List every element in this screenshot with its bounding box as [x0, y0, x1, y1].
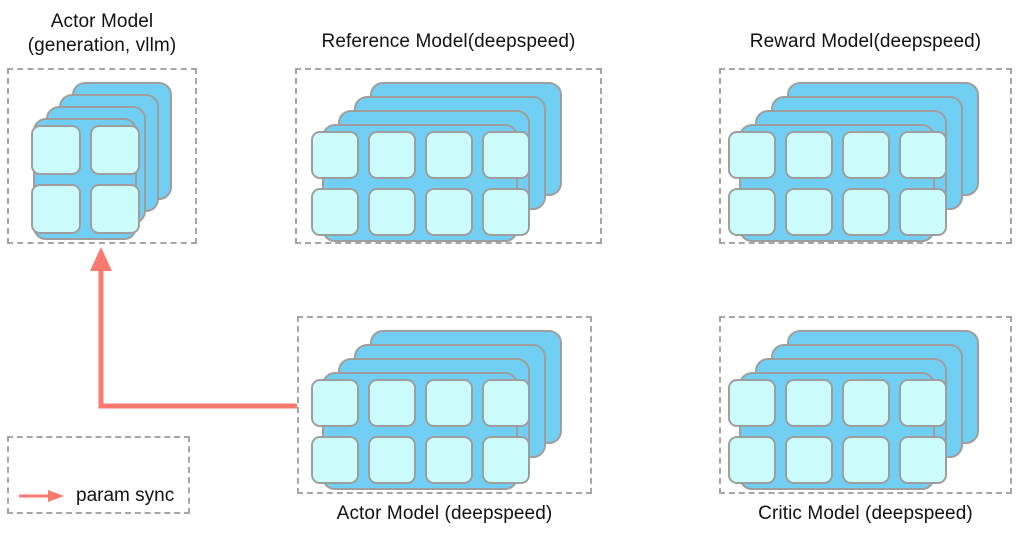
gpu-unit — [784, 187, 833, 236]
gpu-unit — [727, 187, 776, 236]
gpu-unit — [841, 130, 890, 179]
gpu-unit — [898, 187, 947, 236]
model-card-front — [727, 372, 947, 490]
legend-box — [7, 436, 190, 514]
gpu-unit — [784, 435, 833, 484]
param-sync-arrow-line — [98, 268, 297, 409]
gpu-unit — [310, 435, 359, 484]
gpu-unit — [424, 187, 473, 236]
gpu-unit — [727, 435, 776, 484]
group-box-reward-model — [719, 68, 1012, 244]
model-card-front — [310, 372, 530, 490]
gpu-unit — [841, 378, 890, 427]
gpu-unit — [898, 130, 947, 179]
gpu-unit — [898, 378, 947, 427]
card-stack-actor-vllm — [7, 68, 197, 244]
card-stack-actor-deepspeed — [297, 316, 592, 494]
gpu-unit — [727, 130, 776, 179]
gpu-unit — [784, 130, 833, 179]
group-box-reference-model — [295, 68, 602, 244]
card-stack-reference-model — [295, 68, 602, 244]
group-title-actor-deepspeed: Actor Model (deepspeed) — [336, 503, 553, 524]
gpu-unit — [89, 124, 140, 175]
gpu-unit — [841, 435, 890, 484]
group-box-actor-vllm — [7, 68, 197, 244]
group-title-actor-vllm: Actor Model (generation, vllm) — [27, 11, 177, 56]
group-title-reward-model: Reward Model(deepspeed) — [749, 31, 982, 52]
gpu-unit — [310, 378, 359, 427]
group-box-critic-model — [719, 316, 1012, 494]
gpu-unit — [367, 187, 416, 236]
gpu-unit — [367, 378, 416, 427]
gpu-unit — [481, 378, 530, 427]
gpu-unit — [481, 435, 530, 484]
gpu-unit — [367, 130, 416, 179]
gpu-unit — [481, 130, 530, 179]
gpu-unit — [310, 187, 359, 236]
model-card-front — [727, 124, 947, 242]
gpu-unit — [898, 435, 947, 484]
gpu-unit — [424, 378, 473, 427]
legend-arrow-icon — [19, 489, 64, 502]
gpu-unit — [310, 130, 359, 179]
gpu-unit — [30, 183, 81, 234]
legend-label-param-sync: param sync — [76, 485, 175, 506]
group-title-reference-model: Reference Model(deepspeed) — [321, 31, 576, 52]
gpu-unit — [424, 130, 473, 179]
gpu-unit — [367, 435, 416, 484]
gpu-unit — [784, 378, 833, 427]
model-card-front — [30, 118, 140, 240]
card-stack-reward-model — [719, 68, 1012, 244]
gpu-unit — [727, 378, 776, 427]
gpu-unit — [481, 187, 530, 236]
param-sync-arrow-head — [90, 247, 112, 271]
group-title-critic-model: Critic Model (deepspeed) — [758, 503, 973, 524]
gpu-unit — [841, 187, 890, 236]
gpu-unit — [424, 435, 473, 484]
gpu-unit — [30, 124, 81, 175]
model-card-front — [310, 124, 530, 242]
legend-item-param-sync: param sync — [18, 486, 174, 505]
gpu-unit — [89, 183, 140, 234]
group-box-actor-deepspeed — [297, 316, 592, 494]
card-stack-critic-model — [719, 316, 1012, 494]
